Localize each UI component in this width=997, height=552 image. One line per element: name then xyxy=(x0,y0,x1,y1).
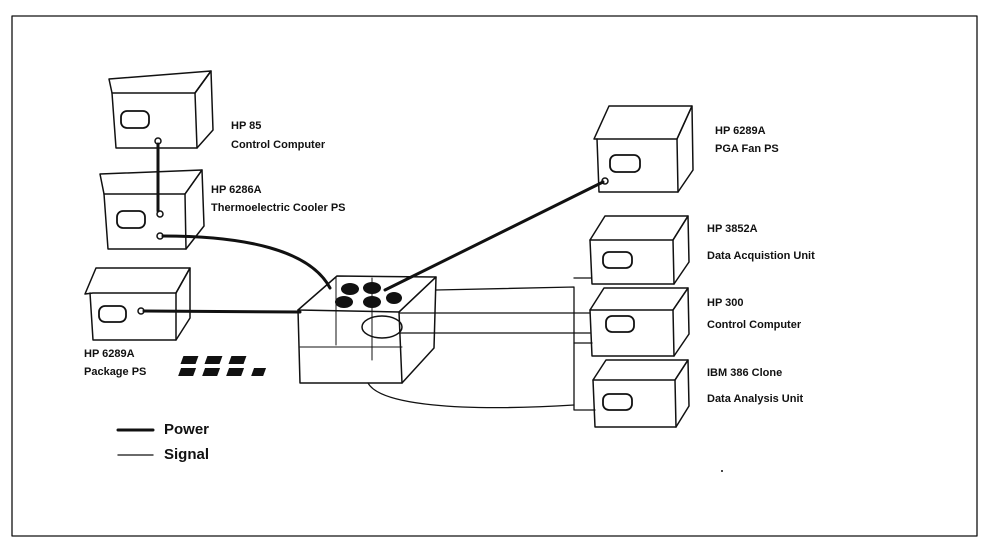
label-hp6289a-package-role: Package PS xyxy=(84,366,147,378)
label-hp300-model: HP 300 xyxy=(707,297,744,309)
label-hp6286a-model: HP 6286A xyxy=(211,184,262,196)
box-hp6289a-package xyxy=(84,267,191,341)
label-hp6289a-fan-model: HP 6289A xyxy=(715,125,766,137)
power-cables xyxy=(142,142,605,314)
label-hp6286a-role: Thermoelectric Cooler PS xyxy=(211,202,346,214)
label-hp3852a-role: Data Acquistion Unit xyxy=(707,250,815,262)
label-hp6289a-fan-role: PGA Fan PS xyxy=(715,143,779,155)
box-hp85 xyxy=(108,70,214,149)
box-hp300 xyxy=(589,287,690,357)
label-ibm386-model: IBM 386 Clone xyxy=(707,367,783,379)
label-hp3852a-model: HP 3852A xyxy=(707,223,758,235)
legend-lines xyxy=(116,428,155,456)
diagram-border xyxy=(11,15,978,537)
legend-signal-label: Signal xyxy=(164,446,210,463)
label-hp300-role: Control Computer xyxy=(707,319,802,331)
label-hp85-role: Control Computer xyxy=(231,139,326,151)
label-hp85-model: HP 85 xyxy=(231,120,262,132)
signal-cables xyxy=(367,277,596,411)
label-ibm386-role: Data Analysis Unit xyxy=(707,393,804,405)
fixture-sockets xyxy=(178,282,402,376)
box-hp3852a xyxy=(589,215,690,285)
legend-power-label: Power xyxy=(164,421,210,438)
label-hp6289a-package-model: HP 6289A xyxy=(84,348,135,360)
box-ibm386 xyxy=(592,359,690,428)
box-hp6289a-fan xyxy=(593,105,694,193)
